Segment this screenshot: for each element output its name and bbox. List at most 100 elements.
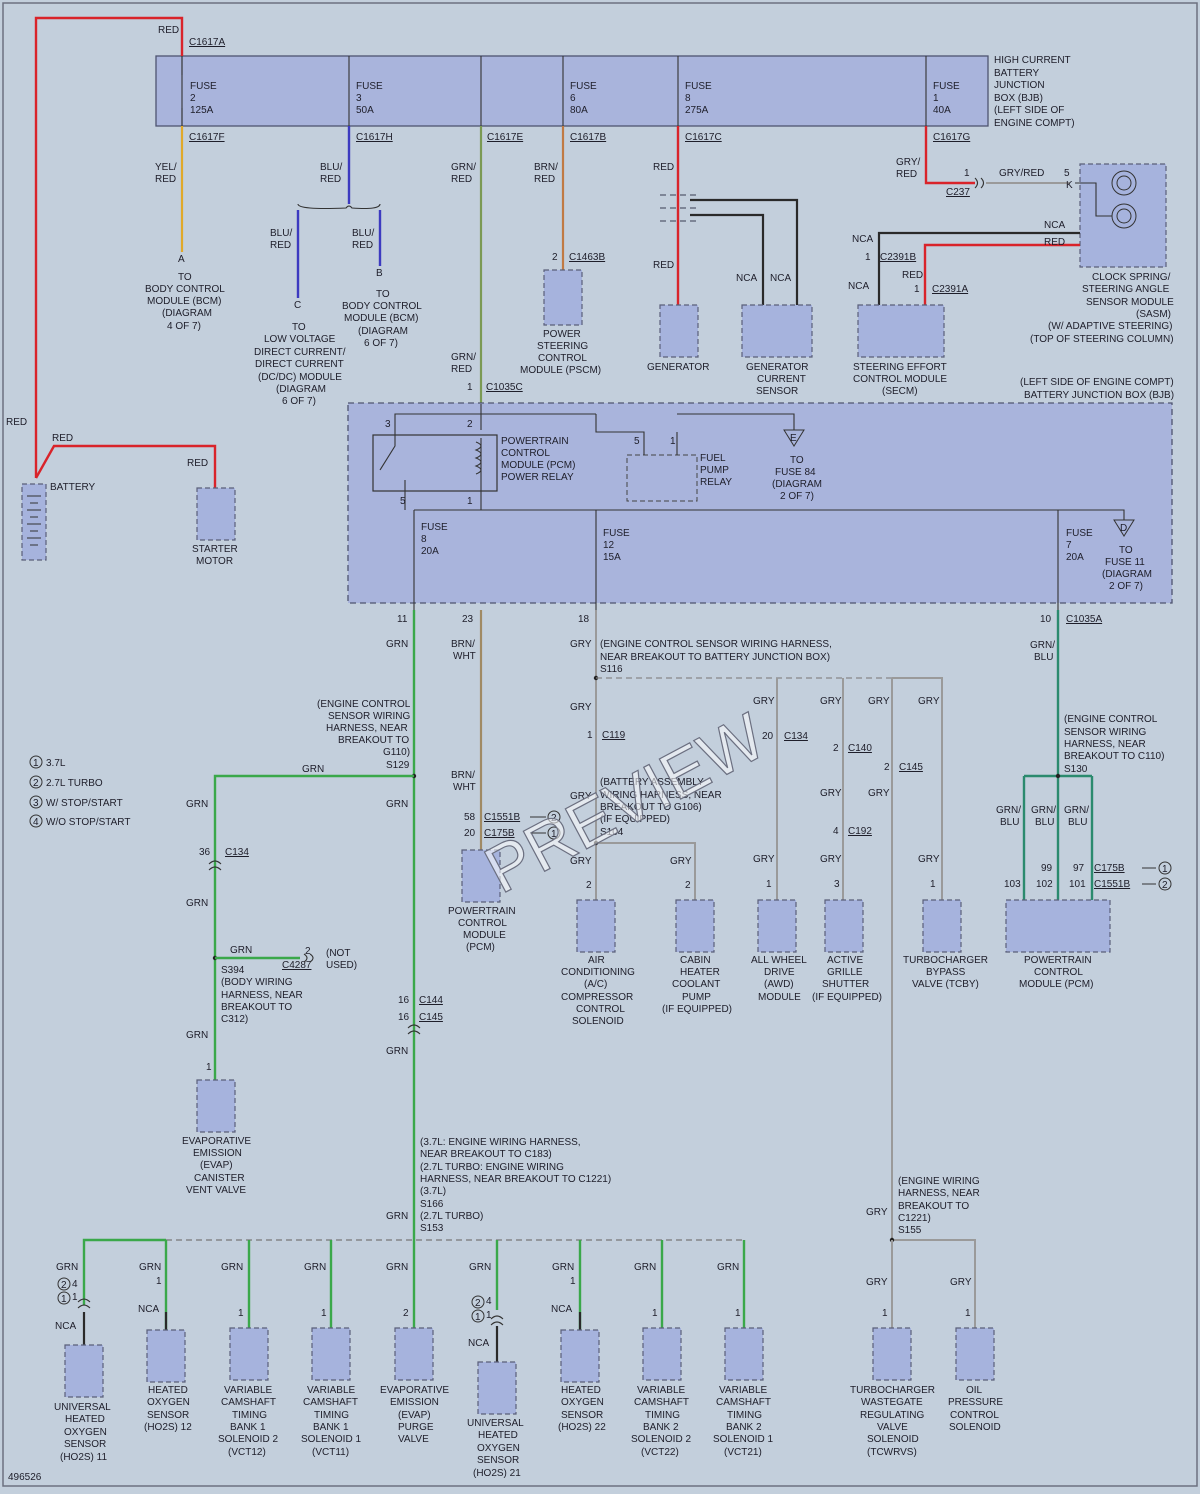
svg-text:RED: RED (1044, 237, 1065, 248)
svg-text:(SECM): (SECM) (882, 386, 918, 397)
svg-text:FUEL: FUEL (700, 453, 726, 464)
svg-text:REGULATING: REGULATING (860, 1410, 924, 1421)
svg-text:GRN: GRN (230, 945, 252, 956)
svg-text:(EVAP): (EVAP) (398, 1410, 431, 1421)
cabin-heater-pump-box (675, 899, 715, 953)
svg-text:STEERING: STEERING (537, 341, 588, 352)
active-grille-shutter-box (824, 899, 864, 953)
svg-text:POWERTRAIN: POWERTRAIN (1024, 955, 1092, 966)
connector-c1035c: C1035C (486, 382, 523, 393)
svg-text:102: 102 (1036, 879, 1053, 890)
svg-text:CONDITIONING: CONDITIONING (561, 967, 635, 978)
svg-text:VENT VALVE: VENT VALVE (186, 1185, 246, 1196)
svg-text:RED: RED (451, 174, 472, 185)
svg-text:C144: C144 (419, 995, 443, 1006)
svg-text:6: 6 (570, 93, 576, 104)
svg-text:GRN: GRN (139, 1262, 161, 1273)
svg-text:CONTROL MODULE: CONTROL MODULE (853, 374, 947, 385)
svg-text:BREAKOUT TO: BREAKOUT TO (221, 1002, 292, 1013)
svg-text:10: 10 (1040, 614, 1052, 625)
svg-text:TIMING: TIMING (727, 1410, 762, 1421)
svg-text:C175B: C175B (1094, 863, 1125, 874)
svg-text:40A: 40A (933, 105, 951, 116)
svg-text:(PCM): (PCM) (466, 942, 495, 953)
svg-text:2: 2 (552, 252, 558, 263)
svg-text:VALVE: VALVE (398, 1434, 429, 1445)
svg-text:1: 1 (964, 168, 970, 179)
svg-text:(IF EQUIPPED): (IF EQUIPPED) (600, 814, 670, 825)
svg-text:TO: TO (790, 455, 804, 466)
svg-text:CONTROL: CONTROL (1034, 967, 1083, 978)
svg-text:CLOCK SPRING/: CLOCK SPRING/ (1092, 272, 1171, 283)
generator-box (659, 304, 699, 358)
svg-text:C140: C140 (848, 743, 872, 754)
svg-text:EVAPORATIVE: EVAPORATIVE (380, 1385, 449, 1396)
svg-text:BLU/: BLU/ (270, 228, 292, 239)
svg-text:C1617H: C1617H (356, 132, 393, 143)
svg-text:FUSE: FUSE (685, 81, 712, 92)
svg-text:3.7L: 3.7L (46, 758, 66, 769)
svg-text:(A/C): (A/C) (584, 979, 607, 990)
svg-text:HARNESS, NEAR: HARNESS, NEAR (1064, 739, 1146, 750)
svg-text:GRN: GRN (386, 799, 408, 810)
svg-text:MODULE: MODULE (758, 992, 801, 1003)
pcm-power-relay (372, 434, 498, 492)
svg-text:SENSOR MODULE: SENSOR MODULE (1086, 297, 1174, 308)
svg-text:S394: S394 (221, 965, 245, 976)
svg-text:3: 3 (356, 93, 362, 104)
svg-text:80A: 80A (570, 105, 588, 116)
svg-text:GRY: GRY (570, 702, 592, 713)
svg-text:2 OF 7): 2 OF 7) (1109, 581, 1143, 592)
svg-text:FUSE: FUSE (356, 81, 383, 92)
svg-text:RED: RED (187, 458, 208, 469)
svg-text:NCA: NCA (138, 1304, 159, 1315)
svg-text:RED: RED (534, 174, 555, 185)
svg-text:HARNESS, NEAR: HARNESS, NEAR (898, 1188, 980, 1199)
svg-text:POWERTRAIN: POWERTRAIN (501, 436, 569, 447)
svg-text:1: 1 (930, 879, 936, 890)
svg-text:2: 2 (475, 1298, 481, 1309)
svg-text:GRN: GRN (221, 1262, 243, 1273)
svg-text:1: 1 (882, 1308, 888, 1319)
svg-text:2: 2 (833, 743, 839, 754)
svg-text:1: 1 (914, 284, 920, 295)
svg-text:CANISTER: CANISTER (194, 1173, 245, 1184)
svg-text:SENSOR: SENSOR (756, 386, 798, 397)
svg-text:C175B: C175B (484, 828, 515, 839)
svg-text:C: C (294, 300, 301, 311)
svg-text:STEERING EFFORT: STEERING EFFORT (853, 362, 947, 373)
svg-text:COMPRESSOR: COMPRESSOR (561, 992, 633, 1003)
svg-text:4 OF 7): 4 OF 7) (167, 321, 201, 332)
svg-text:MODULE (BCM): MODULE (BCM) (147, 296, 221, 307)
turbocharger-bypass-valve-box (922, 899, 962, 953)
svg-text:16: 16 (398, 995, 410, 1006)
svg-text:(TOP OF STEERING COLUMN): (TOP OF STEERING COLUMN) (1030, 334, 1174, 345)
svg-text:(ENGINE CONTROL SENSOR WIRING: (ENGINE CONTROL SENSOR WIRING HARNESS, (600, 639, 832, 650)
svg-text:EMISSION: EMISSION (390, 1397, 439, 1408)
svg-text:STEERING ANGLE: STEERING ANGLE (1082, 284, 1170, 295)
svg-text:5: 5 (400, 496, 406, 507)
svg-text:1: 1 (486, 1310, 492, 1321)
svg-text:B: B (376, 268, 383, 279)
svg-text:CAMSHAFT: CAMSHAFT (221, 1397, 276, 1408)
svg-text:BLU: BLU (1034, 652, 1053, 663)
svg-text:99: 99 (1041, 863, 1053, 874)
svg-text:USED): USED) (326, 960, 357, 971)
svg-text:SENSOR: SENSOR (64, 1439, 106, 1450)
generator-label: GENERATOR (647, 362, 709, 373)
